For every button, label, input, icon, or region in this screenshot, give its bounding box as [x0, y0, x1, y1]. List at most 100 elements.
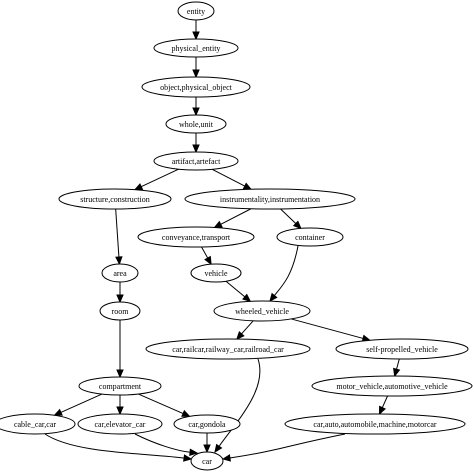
edge-entity-to-physical_entity — [192, 20, 200, 41]
node-railcar: car,railcar,railway_car,railroad_car — [145, 338, 311, 360]
edge-line — [273, 245, 299, 297]
edge-cable_car-to-car — [44, 433, 193, 462]
edge-line — [201, 246, 209, 260]
edge-compartment-to-elevator_car — [116, 395, 124, 416]
edge-arrowhead — [189, 448, 199, 456]
node-label: area — [113, 269, 127, 278]
edge-arrowhead — [116, 294, 124, 304]
node-car: car — [190, 451, 224, 471]
node-self_propelled: self-propelled_vehicle — [335, 338, 469, 360]
node-container: container — [276, 227, 344, 247]
edge-arrowhead — [236, 330, 245, 341]
edge-line — [280, 208, 297, 225]
node-ellipse — [145, 338, 311, 360]
edge-line — [225, 280, 246, 298]
edge-whole-to-artifact — [192, 133, 200, 154]
edge-conveyance-to-vehicle — [201, 246, 212, 266]
edge-line — [59, 393, 103, 414]
node-ellipse — [311, 375, 473, 397]
edge-arrowhead — [221, 454, 231, 462]
node-ellipse — [213, 300, 311, 322]
node-label: motor_vehicle,automotive_vehicle — [336, 382, 448, 391]
node-ellipse — [137, 226, 255, 248]
edge-object-to-whole — [192, 97, 200, 117]
node-label: whole,unit — [179, 120, 214, 129]
edge-arrowhead — [53, 408, 63, 416]
node-whole: whole,unit — [165, 114, 227, 134]
node-wheeled_vehicle: wheeled_vehicle — [213, 300, 311, 322]
node-ellipse — [77, 413, 163, 435]
node-ellipse — [177, 1, 215, 21]
edge-line — [219, 208, 252, 226]
node-instrumentality: instrumentality,instrumentation — [184, 188, 356, 210]
edge-arrowhead — [242, 293, 252, 303]
edge-wheeled_vehicle-to-railcar — [236, 320, 254, 341]
node-ellipse — [276, 227, 344, 247]
node-structure: structure,construction — [58, 188, 172, 210]
edge-arrowhead — [378, 405, 386, 416]
node-label: structure,construction — [80, 195, 150, 204]
edge-physical_entity-to-object — [192, 57, 200, 79]
node-conveyance: conveyance,transport — [137, 226, 255, 248]
edge-line — [211, 168, 246, 187]
edge-arrowhead — [115, 256, 123, 266]
node-label: car,gondola — [188, 420, 226, 429]
node-label: compartment — [99, 382, 142, 391]
edge-railcar-to-car — [214, 358, 261, 454]
node-label: room — [112, 307, 130, 316]
node-label: entity — [187, 7, 205, 16]
edge-arrowhead — [192, 107, 200, 117]
edge-room-to-compartment — [116, 320, 124, 379]
node-ellipse — [141, 76, 251, 98]
edge-line — [240, 320, 254, 335]
edge-arrowhead — [192, 144, 200, 154]
edge-automobile-to-car — [221, 433, 346, 462]
edge-compartment-to-gondola — [138, 393, 191, 417]
node-automobile: car,auto,automobile,machine,motorcar — [284, 413, 466, 435]
edge-line — [381, 395, 388, 409]
edge-arrowhead — [116, 369, 124, 379]
node-artifact: artifact,artefact — [153, 151, 239, 171]
edge-elevator_car-to-car — [134, 433, 199, 456]
edge-vehicle-to-wheeled_vehicle — [225, 280, 252, 303]
edge-arrowhead — [269, 292, 278, 302]
edge-line — [115, 208, 120, 259]
edge-compartment-to-cable_car — [53, 393, 103, 416]
node-label: car,railcar,railway_car,railroad_car — [172, 345, 284, 354]
node-compartment: compartment — [78, 376, 162, 396]
edge-arrowhead — [214, 443, 223, 454]
node-ellipse — [153, 38, 239, 58]
edge-arrowhead — [204, 255, 212, 266]
node-area: area — [101, 263, 139, 283]
edge-container-to-wheeled_vehicle — [269, 245, 299, 302]
edge-line — [395, 358, 400, 371]
node-object: object,physical_object — [141, 76, 251, 98]
node-physical_entity: physical_entity — [153, 38, 239, 58]
node-label: cable_car,car — [14, 420, 56, 429]
edge-arrowhead — [181, 409, 191, 417]
node-label: object,physical_object — [160, 83, 233, 92]
node-elevator_car: car,elevator_car — [77, 413, 163, 435]
node-gondola: car,gondola — [173, 414, 241, 434]
edge-arrowhead — [192, 69, 200, 79]
node-label: car,auto,automobile,machine,motorcar — [313, 420, 437, 429]
node-ellipse — [190, 263, 242, 283]
node-label: conveyance,transport — [162, 233, 231, 242]
edge-gondola-to-car — [203, 433, 211, 454]
edge-line — [218, 358, 261, 448]
node-label: container — [295, 233, 325, 242]
node-ellipse — [335, 338, 469, 360]
edge-line — [134, 433, 192, 453]
edge-arrowhead — [393, 367, 401, 378]
edge-line — [44, 433, 186, 459]
node-cable_car: cable_car,car — [0, 413, 76, 435]
node-vehicle: vehicle — [190, 263, 242, 283]
edge-wheeled_vehicle-to-self_propelled — [291, 318, 372, 342]
node-entity: entity — [177, 1, 215, 21]
edge-arrowhead — [292, 220, 302, 230]
edge-arrowhead — [203, 444, 211, 454]
edge-structure-to-area — [115, 208, 123, 266]
edge-motor_vehicle-to-automobile — [378, 395, 388, 416]
